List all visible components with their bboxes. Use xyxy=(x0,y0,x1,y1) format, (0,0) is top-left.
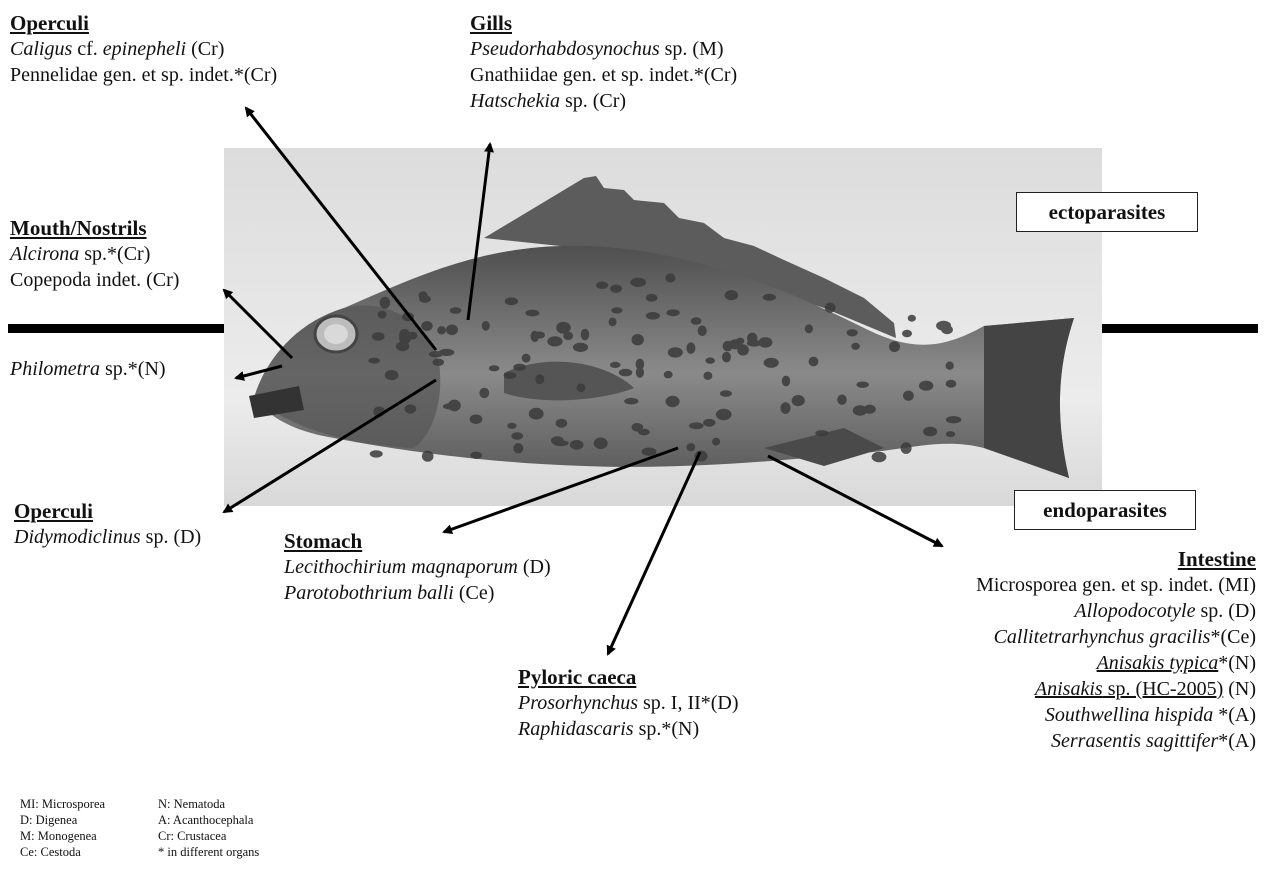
legend-item: Cr: Crustacea xyxy=(158,828,259,844)
legend-item: D: Digenea xyxy=(20,812,105,828)
intestine-line3: Callitetrarhynchus gracilis*(Ce) xyxy=(976,624,1256,650)
gills-group: Gills Pseudorhabdosynochus sp. (M) Gnath… xyxy=(470,10,737,114)
pyloric-title: Pyloric caeca xyxy=(518,664,739,690)
intestine-line5: Anisakis sp. (HC-2005) (N) xyxy=(976,676,1256,702)
mouth-line3: Philometra sp.*(N) xyxy=(10,356,166,382)
intestine-line4: Anisakis typica*(N) xyxy=(976,650,1256,676)
fish-photo xyxy=(224,148,1102,506)
operculi-bottom-title: Operculi xyxy=(14,498,201,524)
legend-item: A: Acanthocephala xyxy=(158,812,259,828)
gills-title: Gills xyxy=(470,10,737,36)
legend-item: N: Nematoda xyxy=(158,796,259,812)
ectoparasites-box: ectoparasites xyxy=(1016,192,1198,232)
stomach-title: Stomach xyxy=(284,528,551,554)
mouth-group: Mouth/Nostrils Alcirona sp.*(Cr) Copepod… xyxy=(10,215,179,293)
pyloric-line1: Prosorhynchus sp. I, II*(D) xyxy=(518,690,739,716)
intestine-line2: Allopodocotyle sp. (D) xyxy=(976,598,1256,624)
legend-col2: N: Nematoda A: Acanthocephala Cr: Crusta… xyxy=(158,796,259,860)
stomach-line2: Parotobothrium balli (Ce) xyxy=(284,580,551,606)
operculi-top-line2: Pennelidae gen. et sp. indet.*(Cr) xyxy=(10,62,277,88)
operculi-top-group: Operculi Caligus cf. epinepheli (Cr) Pen… xyxy=(10,10,277,88)
stomach-group: Stomach Lecithochirium magnaporum (D) Pa… xyxy=(284,528,551,606)
legend-item: MI: Microsporea xyxy=(20,796,105,812)
operculi-bottom-group: Operculi Didymodiclinus sp. (D) xyxy=(14,498,201,550)
operculi-top-title: Operculi xyxy=(10,10,277,36)
gills-line1: Pseudorhabdosynochus sp. (M) xyxy=(470,36,737,62)
operculi-top-line1: Caligus cf. epinepheli (Cr) xyxy=(10,36,277,62)
intestine-title: Intestine xyxy=(976,546,1256,572)
divider-left xyxy=(8,324,226,333)
legend-item: M: Monogenea xyxy=(20,828,105,844)
intestine-line1: Microsporea gen. et sp. indet. (MI) xyxy=(976,572,1256,598)
mouth-line2: Copepoda indet. (Cr) xyxy=(10,267,179,293)
legend-col1: MI: Microsporea D: Digenea M: Monogenea … xyxy=(20,796,105,860)
pyloric-line2: Raphidascaris sp.*(N) xyxy=(518,716,739,742)
mouth-line1: Alcirona sp.*(Cr) xyxy=(10,241,179,267)
legend-item: Ce: Cestoda xyxy=(20,844,105,860)
endoparasites-box: endoparasites xyxy=(1014,490,1196,530)
divider-right xyxy=(1100,324,1258,333)
gills-line2: Gnathiidae gen. et sp. indet.*(Cr) xyxy=(470,62,737,88)
intestine-group: Intestine Microsporea gen. et sp. indet.… xyxy=(976,546,1256,754)
pyloric-group: Pyloric caeca Prosorhynchus sp. I, II*(D… xyxy=(518,664,739,742)
intestine-line7: Serrasentis sagittifer*(A) xyxy=(976,728,1256,754)
mouth-title: Mouth/Nostrils xyxy=(10,215,179,241)
intestine-line6: Southwellina hispida *(A) xyxy=(976,702,1256,728)
gills-line3: Hatschekia sp. (Cr) xyxy=(470,88,737,114)
stomach-line1: Lecithochirium magnaporum (D) xyxy=(284,554,551,580)
legend-item: * in different organs xyxy=(158,844,259,860)
operculi-bottom-line1: Didymodiclinus sp. (D) xyxy=(14,524,201,550)
